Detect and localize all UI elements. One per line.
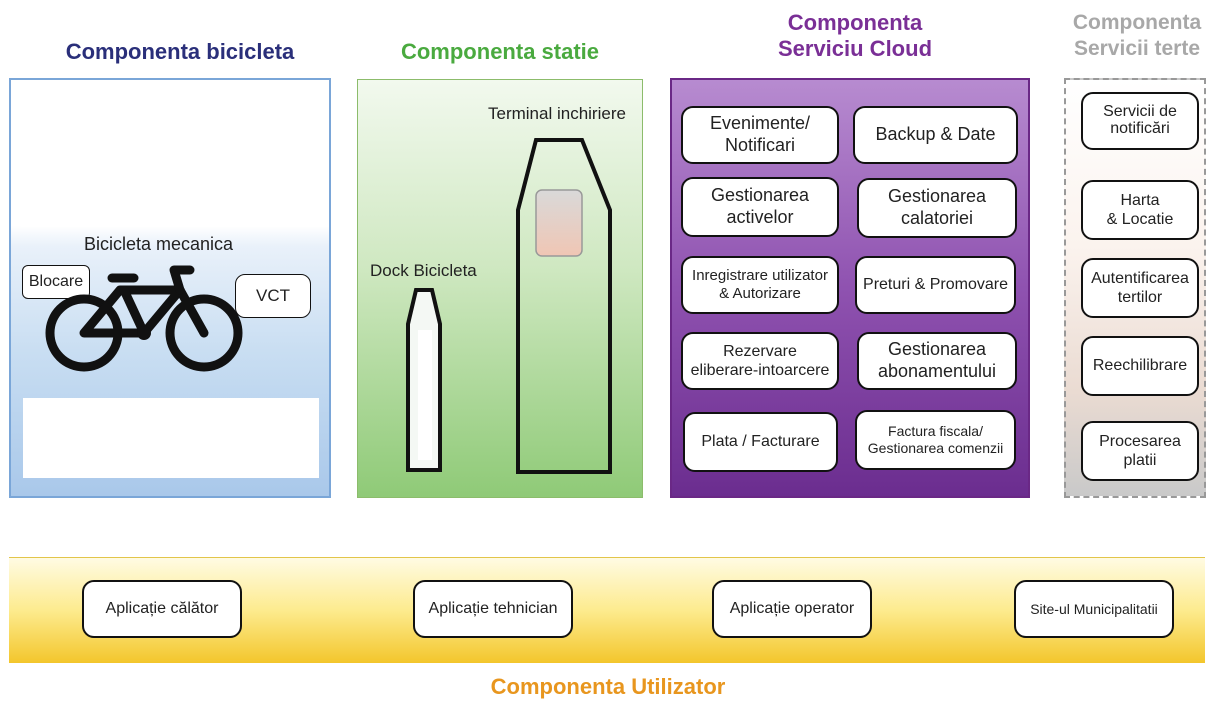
- terminal-shape: [516, 138, 612, 474]
- third-item-auth: Autentificarea tertilor: [1081, 258, 1199, 318]
- bicycle-top-whitebox: [21, 92, 329, 227]
- third-item-notifications: Servicii de notificări: [1081, 92, 1199, 150]
- terminal-screen: [535, 189, 583, 257]
- cloud-item-reservation: Rezervare eliberare-intoarcere: [681, 332, 839, 390]
- cloud-item-events: Evenimente/ Notificari: [681, 106, 839, 164]
- cloud-item-invoice: Factura fiscala/ Gestionarea comenzii: [855, 410, 1016, 470]
- cloud-item-pricing: Preturi & Promovare: [855, 256, 1016, 314]
- cloud-item-trips: Gestionarea calatoriei: [857, 178, 1017, 238]
- cloud-item-registration: Inregistrare utilizator & Autorizare: [681, 256, 839, 314]
- bicycle-label: Bicicleta mecanica: [84, 234, 234, 254]
- app-operator: Aplicație operator: [712, 580, 872, 638]
- station-component-title: Componenta statie: [400, 39, 600, 64]
- third-item-map: Harta & Locatie: [1081, 180, 1199, 240]
- terminal-label: Terminal inchiriere: [488, 104, 626, 123]
- cloud-item-subscription: Gestionarea abonamentului: [857, 332, 1017, 390]
- app-technician: Aplicație tehnician: [413, 580, 573, 638]
- municipality-site: Site-ul Municipalitatii: [1014, 580, 1174, 638]
- dock-label: Dock Bicicleta: [370, 261, 477, 280]
- third-item-payment-processing: Procesarea platii: [1081, 421, 1199, 481]
- user-component-title: Componenta Utilizator: [490, 674, 726, 699]
- third-party-component-title: Componenta Servicii terte: [1072, 11, 1202, 60]
- cloud-item-assets: Gestionarea activelor: [681, 177, 839, 237]
- third-item-rebalancing: Reechilibrare: [1081, 336, 1199, 396]
- cloud-item-backup: Backup & Date: [853, 106, 1018, 164]
- bicycle-component-title: Componenta bicicleta: [65, 39, 295, 64]
- lock-box: Blocare: [22, 265, 90, 299]
- cloud-item-payment: Plata / Facturare: [683, 412, 838, 472]
- dock-shape: [406, 288, 442, 472]
- cloud-component-title: Componenta Serviciu Cloud: [777, 10, 933, 61]
- app-traveler: Aplicație călător: [82, 580, 242, 638]
- bicycle-bottom-whitebox: [23, 398, 319, 478]
- vct-box: VCT: [235, 274, 311, 318]
- station-panel: [357, 79, 643, 498]
- bicycle-icon: [45, 265, 243, 372]
